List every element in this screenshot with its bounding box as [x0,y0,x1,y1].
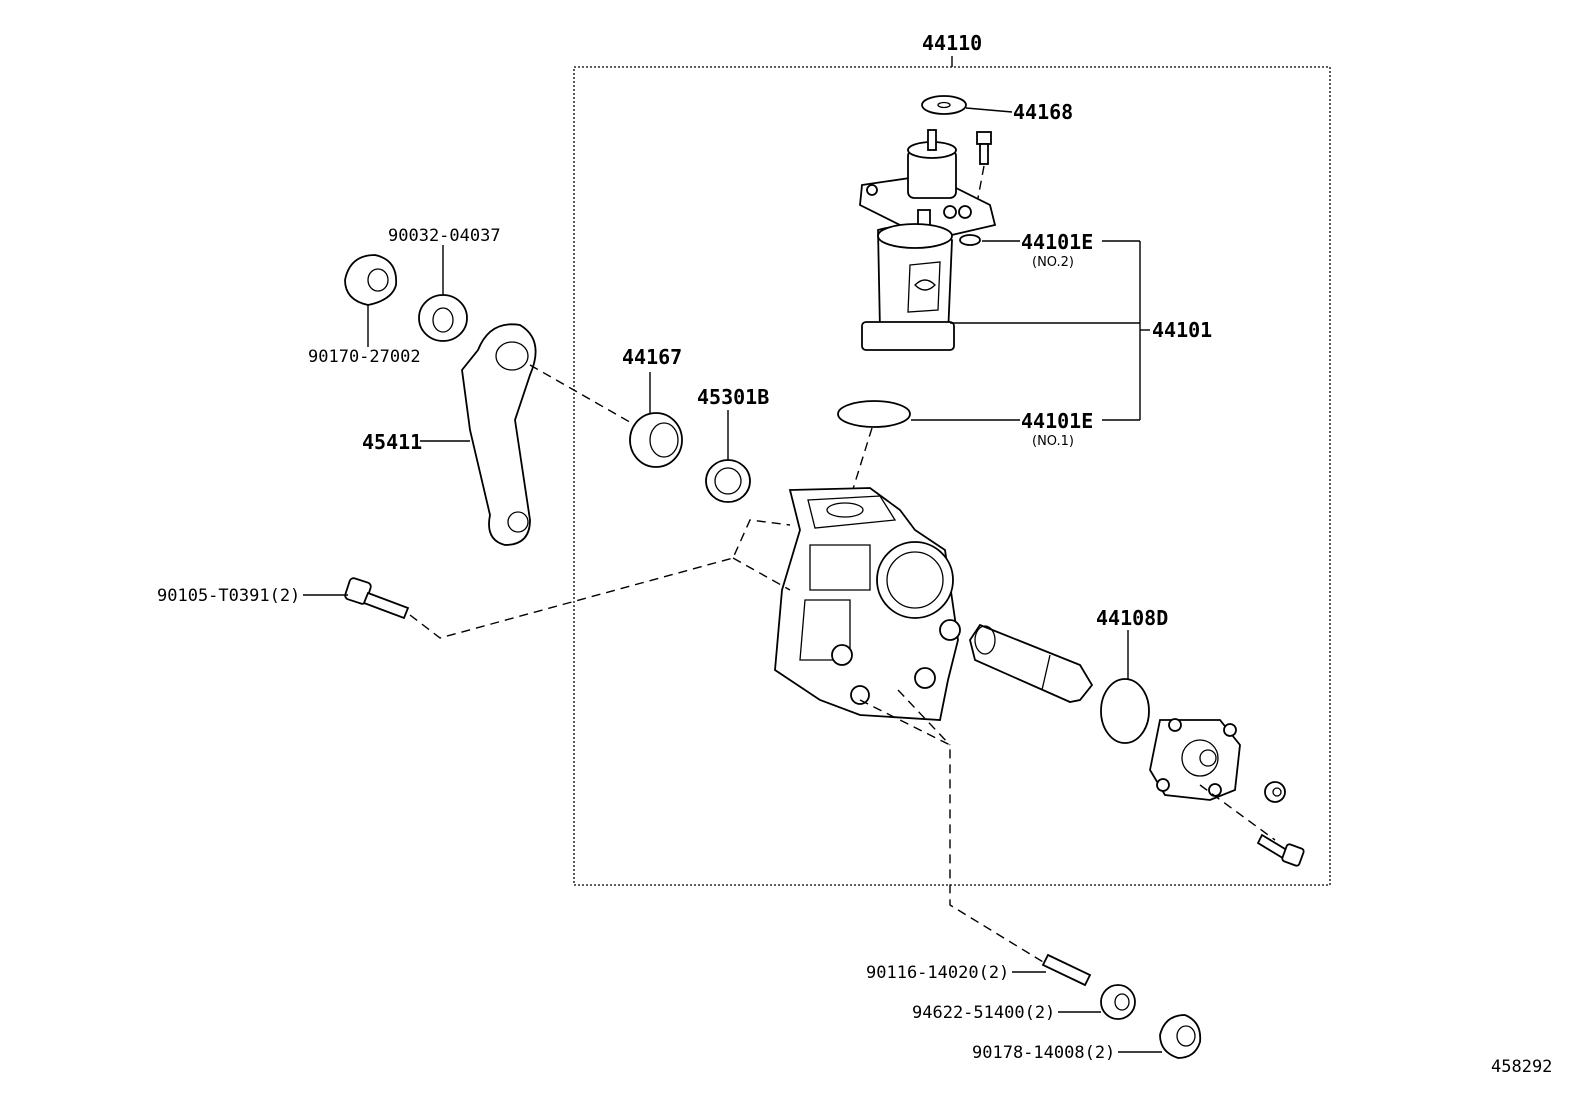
label-90116-14020[interactable]: 90116-14020(2) [866,963,1009,983]
label-90105-T0391[interactable]: 90105-T0391(2) [157,586,300,606]
label-44108D[interactable]: 44108D [1096,606,1168,630]
nut-90170-icon [344,254,398,306]
stud-90116-icon [1041,953,1092,987]
note-no1: (NO.1) [1032,434,1074,449]
bolt-90105-icon [344,577,410,620]
label-44101E-no1[interactable]: 44101E [1021,409,1093,433]
label-90032-04037[interactable]: 90032-04037 [388,226,501,246]
valve-housing-icon [861,223,955,351]
sector-shaft-44108D-icon [969,623,1094,703]
bolt-cover-icon [1256,833,1305,867]
label-94622-51400[interactable]: 94622-51400(2) [912,1003,1055,1023]
label-44110[interactable]: 44110 [922,31,982,55]
label-44101[interactable]: 44101 [1152,318,1212,342]
label-44167[interactable]: 44167 [622,345,682,369]
side-cover-icon [1149,718,1241,801]
label-90178-14008[interactable]: 90178-14008(2) [972,1043,1115,1063]
oring-small-icon [959,234,981,246]
washer-90032-icon [418,294,468,342]
label-44168[interactable]: 44168 [1013,100,1073,124]
oil-seal-44167-icon [629,412,683,468]
oring-large-icon [837,400,911,428]
gear-housing-icon [774,487,961,721]
oring-44108D-icon [1100,678,1150,744]
bolt-small-icon [976,131,992,165]
label-45411[interactable]: 45411 [362,430,422,454]
label-45301B[interactable]: 45301B [697,385,769,409]
diagram-id: 458292 [1491,1057,1552,1077]
washer-44168-icon [921,95,967,115]
label-90170-27002[interactable]: 90170-27002 [308,347,421,367]
seal-45301B-icon [705,459,751,503]
washer-94622-icon [1100,984,1136,1020]
nut-small-icon [1264,781,1286,803]
label-44101E-no2[interactable]: 44101E [1021,230,1093,254]
nut-90178-icon [1159,1014,1202,1059]
pitman-arm-45411-icon [461,323,537,546]
note-no2: (NO.2) [1032,255,1074,270]
